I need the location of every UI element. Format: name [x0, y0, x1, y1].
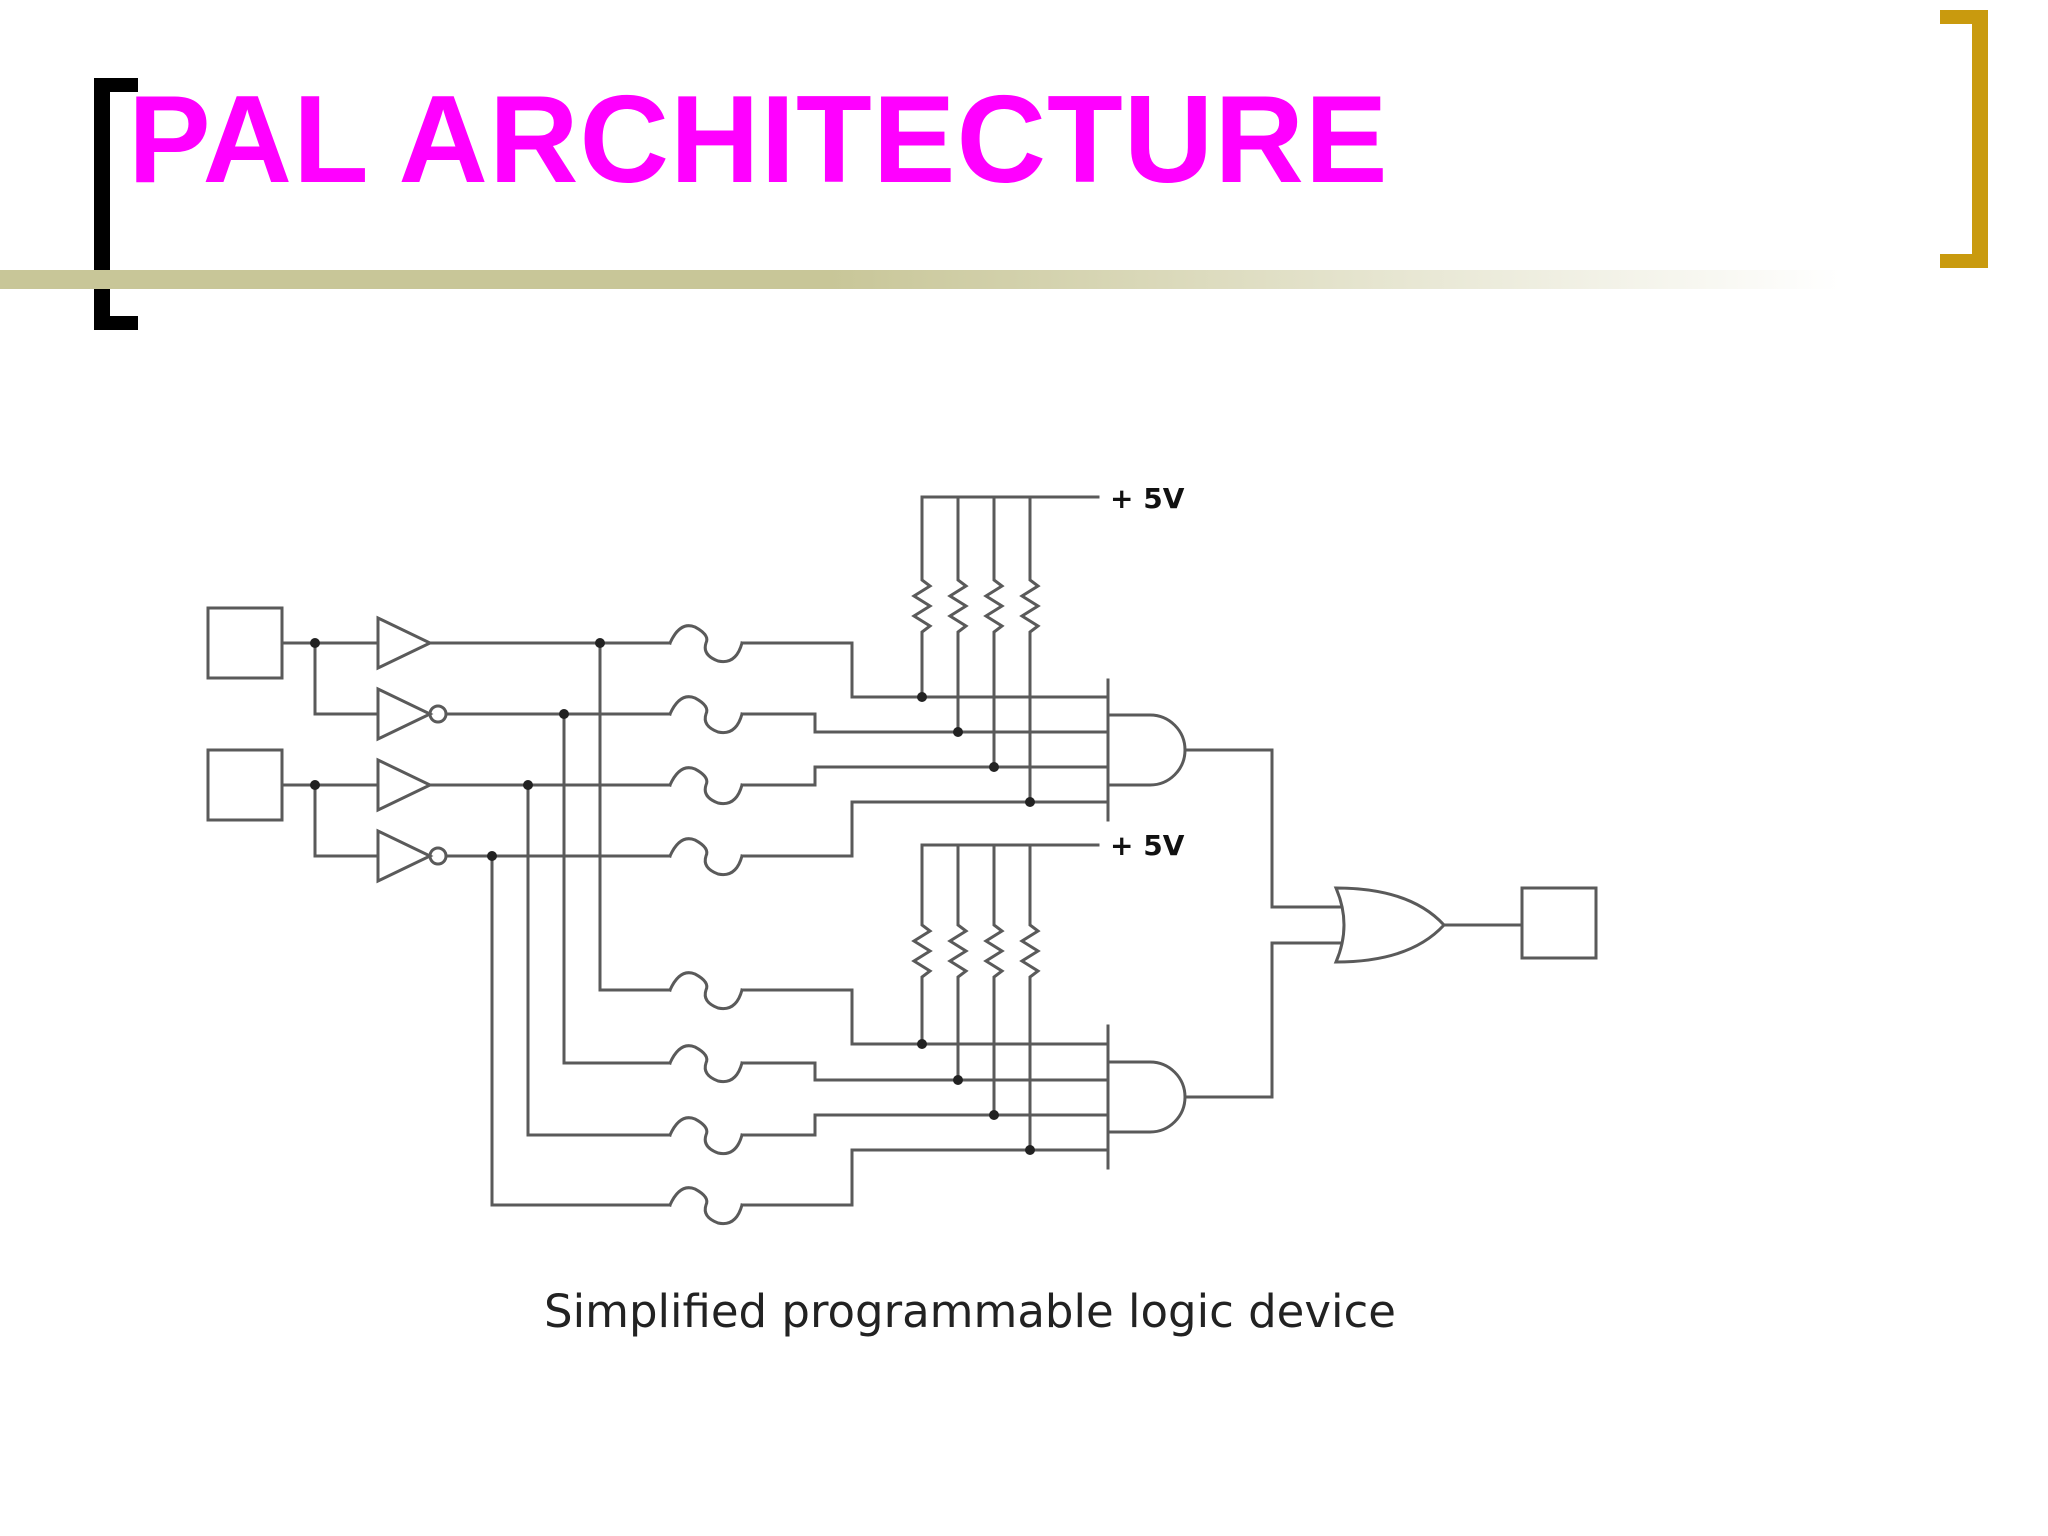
input-pin-b	[206, 748, 284, 822]
bottom-product-wiring	[740, 988, 1110, 1207]
output-pin	[1520, 886, 1598, 960]
pullup-resistors-bottom	[911, 843, 1100, 1152]
fuse-array	[668, 624, 744, 1226]
input-b-wiring	[280, 783, 380, 858]
buffer-b	[376, 757, 434, 813]
supply-label-top: + 5V	[1110, 482, 1185, 515]
buffer-a	[376, 615, 434, 671]
fuse-link	[668, 766, 744, 806]
fuse-link	[668, 1116, 744, 1156]
slide-title: PAL ARCHITECTURE	[128, 71, 1389, 209]
fuse-link	[668, 1044, 744, 1084]
input-a-wiring	[280, 641, 380, 716]
pullup-resistors-top	[911, 495, 1100, 804]
inverter-b	[376, 828, 434, 884]
and-gate-top	[1106, 678, 1187, 822]
and-gate-bottom	[1106, 1024, 1187, 1170]
or-gate	[1333, 886, 1447, 964]
junction-dots	[310, 638, 1035, 1155]
title-underline	[0, 270, 1840, 289]
fuse-link	[668, 624, 744, 664]
left-bracket-decoration	[94, 78, 138, 330]
right-bracket-decoration	[1940, 10, 1988, 268]
fuse-link	[668, 837, 744, 877]
inverter-a	[376, 686, 434, 742]
input-pin-a	[206, 606, 284, 680]
fuse-link	[668, 1186, 744, 1226]
fuse-link	[668, 695, 744, 735]
top-product-wiring	[740, 641, 1110, 858]
fuse-link	[668, 971, 744, 1011]
literal-lines	[428, 641, 672, 1207]
diagram-caption: Simplified programmable logic device	[544, 1285, 1396, 1338]
sum-wiring	[1183, 748, 1342, 1099]
supply-label-bottom: + 5V	[1110, 829, 1185, 862]
